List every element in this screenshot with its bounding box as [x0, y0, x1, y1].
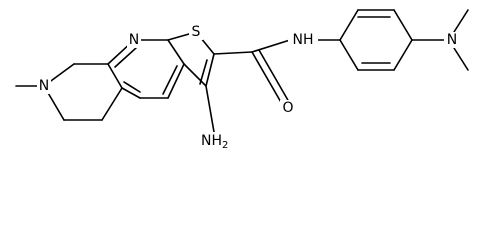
amide-oxygen: O	[280, 100, 296, 116]
bond	[167, 39, 185, 65]
bond	[339, 9, 359, 41]
bond	[121, 87, 141, 99]
dimethylamino-n-label: N	[447, 32, 457, 48]
bond	[183, 63, 207, 87]
piperidine-nitrogen: N	[37, 78, 51, 94]
bond	[339, 39, 359, 71]
thiophene-s-label: S	[192, 24, 201, 40]
bond	[453, 9, 469, 33]
pyridine-nitrogen: N	[127, 32, 141, 48]
amide-nitrogen: NH	[288, 32, 318, 48]
bond	[251, 39, 291, 53]
bond	[167, 63, 185, 99]
amine-subscript: 2	[222, 140, 228, 151]
bond	[199, 59, 208, 85]
bond	[251, 51, 283, 105]
piperidine-n-label: N	[39, 78, 49, 94]
bond	[205, 85, 215, 133]
bond	[393, 9, 413, 41]
amino-group: NH2	[199, 132, 235, 151]
bond	[107, 63, 123, 89]
bond	[205, 53, 215, 87]
bond	[123, 81, 141, 93]
thiophene-sulfur: S	[189, 24, 203, 40]
bond	[258, 49, 290, 103]
pyridine-n-label: N	[129, 32, 139, 48]
amide-o-label: O	[282, 100, 293, 116]
atom-labels: N S NH O N NH2 N	[37, 24, 460, 151]
bond	[162, 65, 178, 95]
amide-nh-label: NH	[293, 32, 314, 48]
bond	[213, 51, 253, 55]
amine-nh-text: NH	[201, 133, 222, 149]
dimethylamino-nitrogen: N	[444, 32, 460, 48]
bond	[114, 47, 137, 68]
bonds	[15, 9, 469, 133]
amine-label: NH2	[201, 133, 228, 151]
bond	[101, 87, 123, 121]
bond	[393, 39, 413, 71]
bond	[453, 47, 469, 71]
chemical-structure-diagram: N S NH O N NH2 N	[15, 9, 469, 151]
